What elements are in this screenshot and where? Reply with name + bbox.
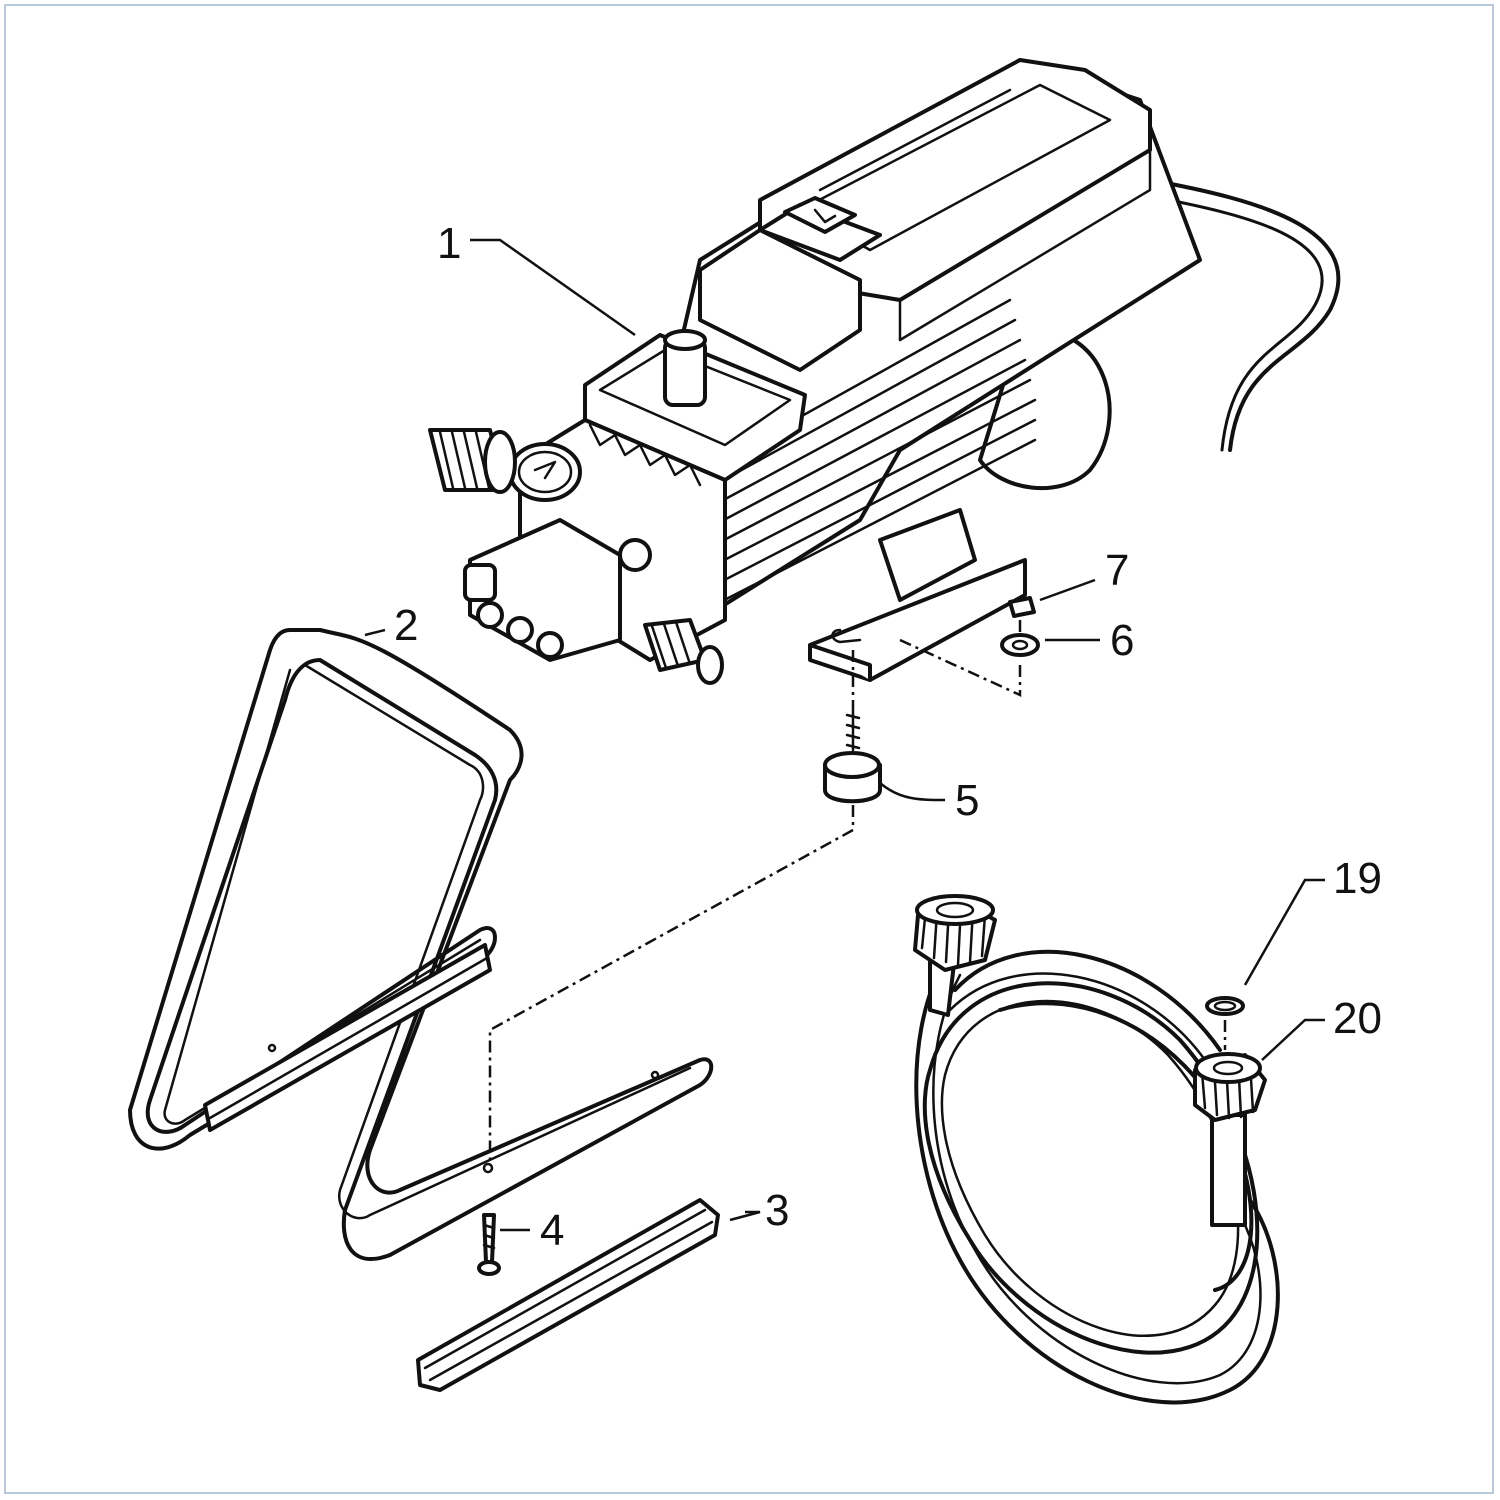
callout-4: 4 [540, 1206, 564, 1255]
callout-2: 2 [394, 601, 418, 650]
frame-foot-rail-upper [203, 943, 492, 1132]
screw [477, 1213, 501, 1276]
callout-3: 3 [765, 1186, 789, 1235]
callouts: 1 2 3 4 5 6 7 19 20 [394, 219, 1382, 1255]
leader-lines [364, 238, 1325, 1232]
motor-pump-assembly [428, 58, 1341, 685]
callout-5: 5 [955, 776, 979, 825]
nut [1008, 596, 1036, 618]
mounting-foot [808, 508, 1027, 682]
callout-20: 20 [1333, 994, 1382, 1043]
o-ring [1205, 996, 1245, 1016]
frame [128, 628, 714, 1261]
high-pressure-hose [913, 894, 1280, 1405]
washer [1000, 633, 1040, 657]
callout-1: 1 [437, 219, 461, 268]
adjustment-knob [428, 428, 517, 494]
callout-6: 6 [1110, 616, 1134, 665]
callout-7: 7 [1105, 546, 1129, 595]
assembly-lines [488, 620, 1227, 1165]
pressure-gauge [508, 442, 582, 502]
power-switch [758, 196, 882, 262]
foot-rail [416, 1198, 720, 1392]
callout-19: 19 [1333, 854, 1382, 903]
rubber-mount [823, 703, 882, 804]
